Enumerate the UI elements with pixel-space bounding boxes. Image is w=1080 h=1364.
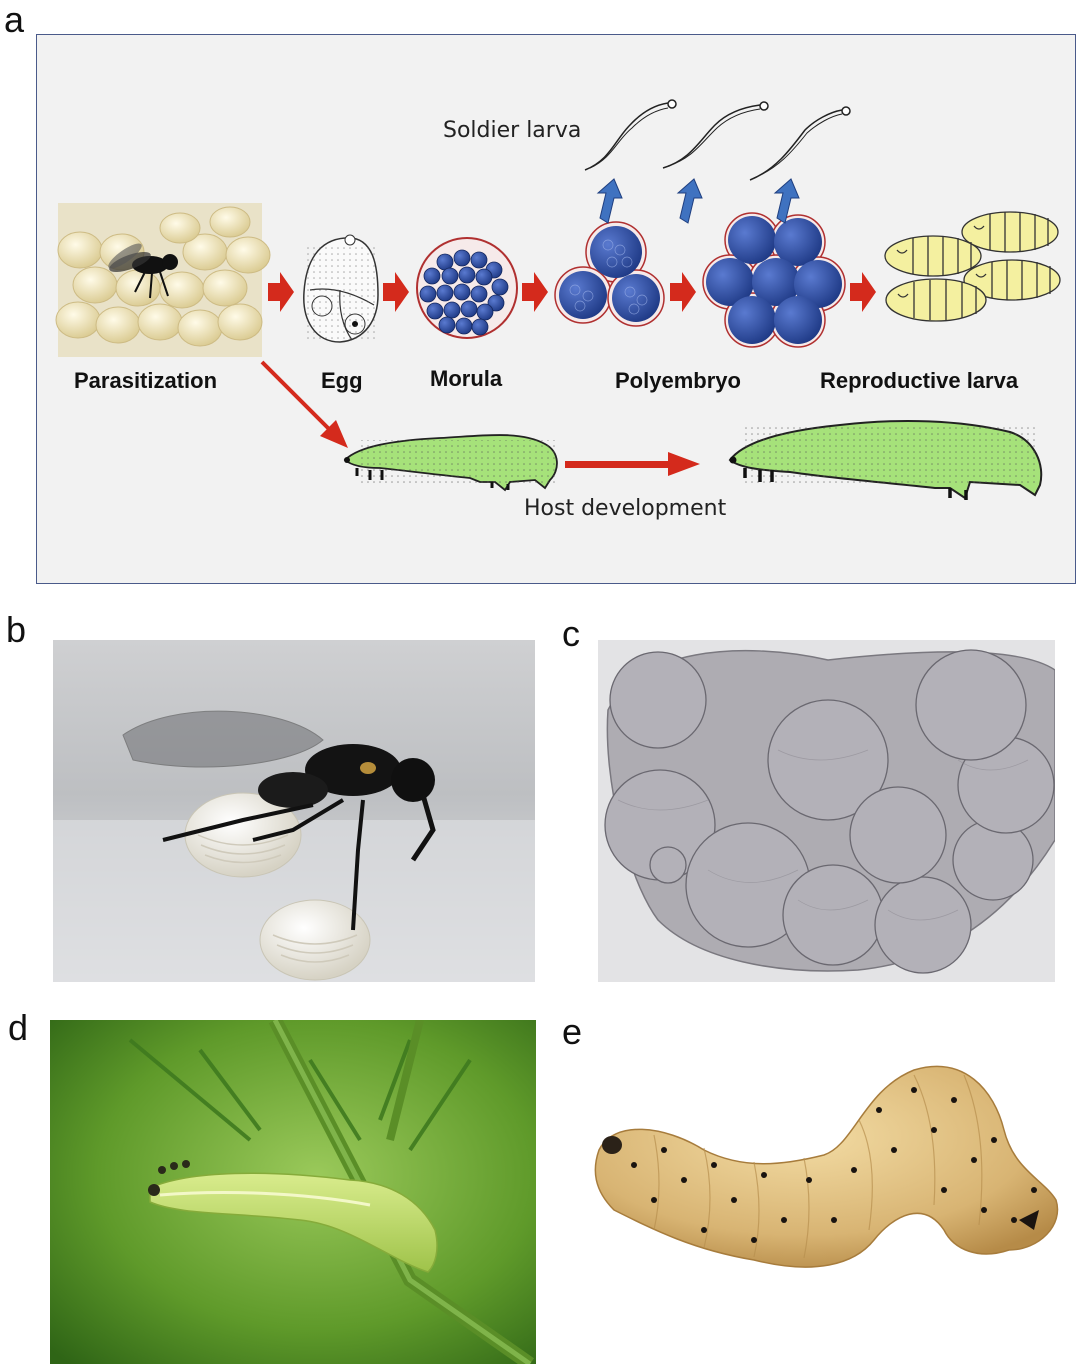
host-caterpillar-small	[344, 435, 557, 490]
stage-label-egg: Egg	[321, 368, 363, 394]
panel-label-d: d	[8, 1010, 28, 1046]
arrow-right-icon	[268, 272, 294, 312]
polyembryo-large-drawing	[703, 213, 845, 347]
larva-icon	[885, 236, 981, 276]
embryo-cell	[783, 865, 883, 965]
larva-icon	[886, 279, 986, 321]
arrow-right-icon	[522, 272, 548, 312]
wasp-photo	[53, 640, 535, 982]
panel-label-b: b	[6, 612, 26, 648]
host-caterpillar-large	[730, 421, 1042, 500]
stage-label-reproductive-larva: Reproductive larva	[820, 368, 1018, 394]
stage-label-morula: Morula	[430, 366, 502, 392]
embryo-cell	[850, 787, 946, 883]
arrow-up-icon	[678, 179, 702, 223]
larva-icon	[962, 212, 1058, 252]
soldier-larva-icon	[750, 110, 842, 180]
polyembryo-small-drawing	[555, 222, 664, 326]
soldier-larva-icon	[585, 103, 668, 170]
caterpillar-photo	[50, 1020, 536, 1364]
host-development-label: Host development	[524, 496, 726, 521]
egg-drawing	[304, 235, 378, 342]
parasitized-larva-photo	[594, 1050, 1064, 1315]
arrow-up-icon	[598, 179, 622, 223]
soldier-larva-icon	[663, 105, 760, 168]
arrow-right-icon	[850, 272, 876, 312]
arrow-right-icon	[670, 272, 696, 312]
stage-label-polyembryo: Polyembryo	[615, 368, 741, 394]
panel-label-c: c	[562, 616, 580, 652]
host-arrow-horizontal	[565, 452, 700, 476]
soldier-larva-label: Soldier larva	[443, 118, 581, 143]
embryo-cell	[610, 652, 706, 748]
parasitization-photo	[56, 203, 270, 357]
embryo-micrograph	[598, 640, 1055, 982]
embryo-cell	[916, 650, 1026, 760]
soldier-arrows	[598, 179, 799, 223]
panel-label-e: e	[562, 1014, 582, 1050]
arrow-right-icon	[383, 272, 409, 312]
embryo-cell	[875, 877, 971, 973]
reproductive-larvae	[885, 212, 1060, 321]
embryo-cell	[650, 847, 686, 883]
embryo-cell	[953, 820, 1033, 900]
soldier-larvae	[585, 100, 850, 180]
stage-label-parasitization: Parasitization	[74, 368, 217, 394]
morula-drawing	[417, 238, 517, 338]
